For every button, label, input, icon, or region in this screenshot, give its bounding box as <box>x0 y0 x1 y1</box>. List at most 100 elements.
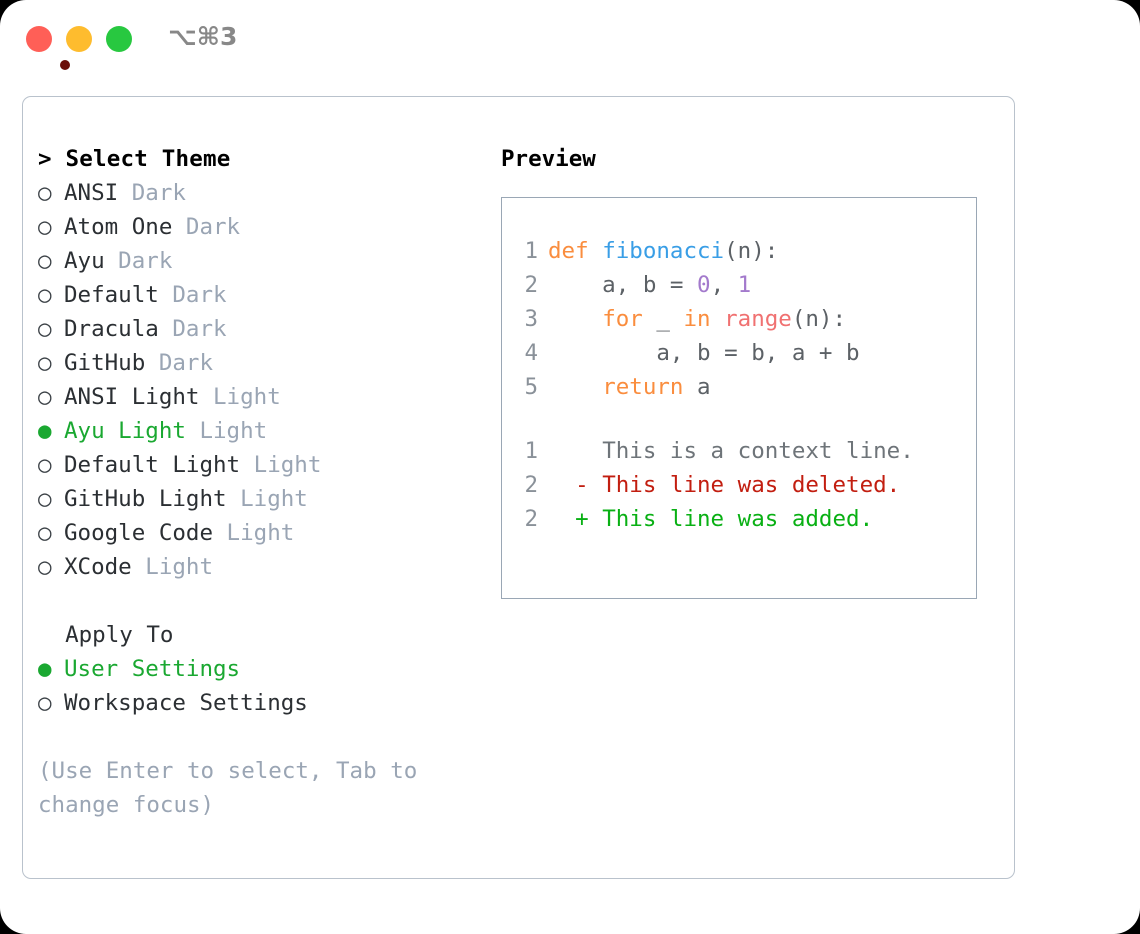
diff-line: 2 + This line was added. <box>516 502 970 536</box>
theme-list-item[interactable]: ○GitHub Light Light <box>38 482 478 516</box>
line-number: 3 <box>524 306 538 332</box>
theme-variant-tag: Light <box>185 418 268 444</box>
radio-unselected-icon[interactable]: ○ <box>38 282 52 308</box>
theme-name: Ayu Light <box>64 418 186 444</box>
diff-marker: - <box>548 472 603 498</box>
theme-variant-tag: Dark <box>104 248 173 274</box>
theme-list-item[interactable]: ○ ANSI Light Light <box>38 380 478 414</box>
hint-line-1: (Use Enter to select, Tab to <box>38 758 418 784</box>
theme-list-item[interactable]: ○ ANSI Dark <box>38 176 478 210</box>
theme-name: Default <box>64 282 159 308</box>
code-diff-gap <box>516 404 970 434</box>
diff-marker <box>548 438 602 464</box>
code-token: a, b = <box>548 272 698 298</box>
code-line: 4 a, b = b, a + b <box>516 336 970 370</box>
radio-unselected-icon[interactable]: ○ <box>38 384 52 410</box>
line-number: 5 <box>524 374 538 400</box>
code-line: 2 a, b = 0, 1 <box>516 268 970 302</box>
minimize-button-icon[interactable] <box>66 26 92 52</box>
diff-marker: + <box>548 506 603 532</box>
line-number: 2 <box>524 472 538 498</box>
theme-name: Ayu <box>64 248 105 274</box>
code-token: in <box>683 306 711 332</box>
theme-variant-tag: Dark <box>118 180 186 206</box>
theme-variant-tag: Light <box>131 554 214 580</box>
radio-unselected-icon[interactable]: ○ <box>38 554 52 580</box>
apply-to-list: ● User Settings ○ Workspace Settings <box>38 652 478 720</box>
preview-heading: Preview <box>501 146 596 172</box>
diff-text: This is a context line. <box>602 438 914 464</box>
apply-to-item[interactable]: ○ Workspace Settings <box>38 686 478 720</box>
radio-unselected-icon[interactable]: ○ <box>38 180 52 206</box>
maximize-button-icon[interactable] <box>106 26 132 52</box>
code-token: (n): <box>724 238 779 264</box>
code-line: 5 return a <box>516 370 970 404</box>
code-token <box>548 374 602 400</box>
radio-unselected-icon[interactable]: ○ <box>38 350 52 376</box>
theme-name: ANSI <box>64 180 119 206</box>
heading-text: Select Theme <box>65 146 231 172</box>
code-token: _ <box>642 306 684 332</box>
theme-variant-tag: Dark <box>158 282 227 308</box>
diff-line: 1 This is a context line. <box>516 434 970 468</box>
list-spacer <box>38 584 478 618</box>
code-token: a <box>683 374 711 400</box>
code-token <box>548 306 602 332</box>
keyboard-shortcut-label: ⌥⌘3 <box>168 22 238 51</box>
theme-list-item[interactable]: ○ Ayu Dark <box>38 244 478 278</box>
code-token: , <box>710 272 738 298</box>
hint-line-2: change focus) <box>38 792 215 818</box>
apply-to-heading: Apply To <box>38 622 174 648</box>
code-token: def <box>548 238 589 264</box>
theme-name: Dracula <box>64 316 159 342</box>
theme-name: XCode <box>64 554 132 580</box>
theme-list-item[interactable]: ○ Default Dark <box>38 278 478 312</box>
radio-unselected-icon[interactable]: ○ <box>38 248 52 274</box>
theme-variant-tag: Dark <box>158 316 227 342</box>
theme-name: Default Light <box>64 452 241 478</box>
theme-variant-tag: Light <box>213 520 295 546</box>
theme-list-item[interactable]: ○Atom One Dark <box>38 210 478 244</box>
code-token <box>589 238 603 264</box>
theme-list-item[interactable]: ○ XCode Light <box>38 550 478 584</box>
theme-name: Atom One <box>64 214 173 240</box>
theme-list-item[interactable]: ○Google Code Light <box>38 516 478 550</box>
heading-prefix: > <box>38 146 66 172</box>
line-number: 1 <box>524 438 538 464</box>
radio-unselected-icon[interactable]: ○ <box>38 690 52 716</box>
code-token <box>711 306 725 332</box>
theme-list-item[interactable]: ○ Dracula Dark <box>38 312 478 346</box>
line-number: 1 <box>524 238 538 264</box>
radio-unselected-icon[interactable]: ○ <box>38 452 52 478</box>
code-token: 1 <box>737 272 752 298</box>
diff-text: This line was deleted. <box>602 472 901 498</box>
theme-variant-tag: Light <box>199 384 281 410</box>
apply-to-item[interactable]: ● User Settings <box>38 652 478 686</box>
radio-unselected-icon[interactable]: ○ <box>38 486 52 512</box>
theme-list-item[interactable]: ○Default Light Light <box>38 448 478 482</box>
radio-unselected-icon[interactable]: ○ <box>38 214 52 240</box>
hint-spacer <box>38 720 478 754</box>
radio-unselected-icon[interactable]: ○ <box>38 316 52 342</box>
code-token: for <box>602 306 643 332</box>
line-number: 2 <box>524 506 538 532</box>
code-token: range <box>724 306 792 332</box>
select-theme-heading: > Select Theme <box>38 142 478 176</box>
theme-list-item[interactable]: ○GitHub Dark <box>38 346 478 380</box>
theme-picker-column: > Select Theme ○ANSI Dark○Atom One Dark○… <box>38 142 478 822</box>
theme-list-item[interactable]: ● Ayu Light Light <box>38 414 478 448</box>
radio-unselected-icon[interactable]: ○ <box>38 520 52 546</box>
recording-indicator-icon <box>60 60 70 70</box>
close-button-icon[interactable] <box>26 26 70 70</box>
apply-to-label: Workspace Settings <box>64 690 308 716</box>
theme-name: ANSI Light <box>64 384 200 410</box>
radio-selected-icon[interactable]: ● <box>38 656 52 682</box>
radio-selected-icon[interactable]: ● <box>38 418 52 444</box>
theme-variant-tag: Dark <box>145 350 214 376</box>
line-number: 2 <box>524 272 538 298</box>
apply-to-label: User Settings <box>64 656 241 682</box>
